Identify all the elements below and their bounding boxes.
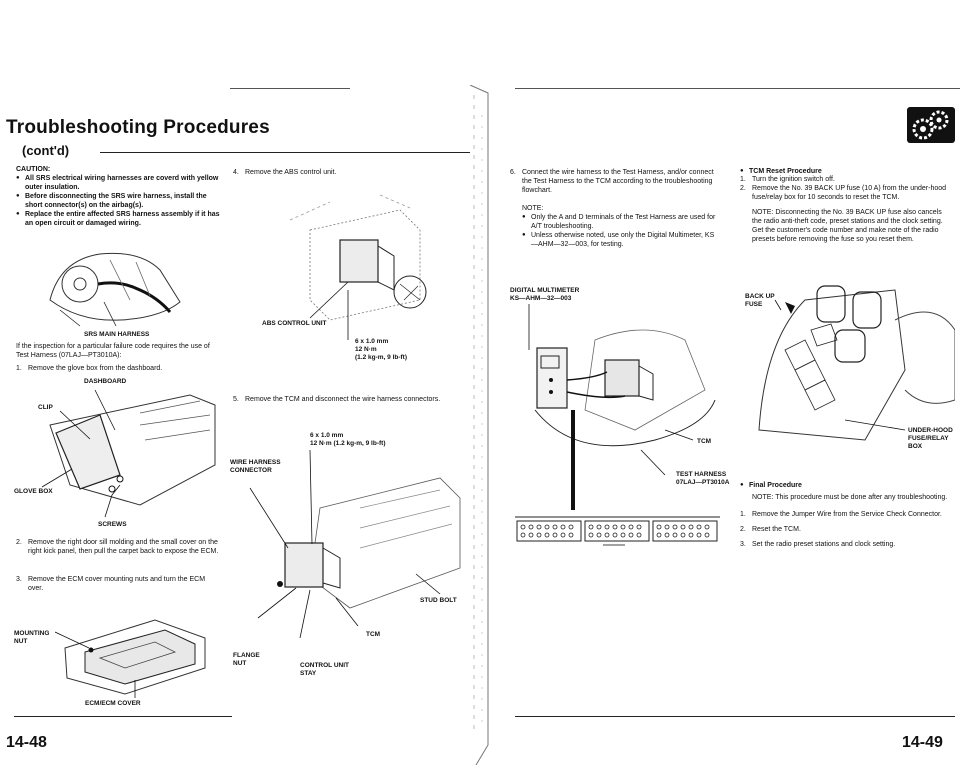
- title-rule: [100, 152, 470, 153]
- step-1: 1.Remove the glove box from the dashboar…: [16, 365, 163, 372]
- final-note: NOTE: This procedure must be done after …: [752, 494, 948, 501]
- fuse-box-label-1: UNDER-HOOD: [908, 427, 953, 434]
- abs-spec-2: 12 N·m: [355, 346, 377, 353]
- tcm-reset-heading: TCM Reset Procedure: [740, 168, 950, 175]
- test-harness-label-2: 07LAJ—PT3010A: [676, 479, 730, 486]
- srs-harness-figure: [49, 252, 181, 327]
- gear-icon: [907, 107, 955, 143]
- caution-list: All SRS electrical wiring harnesses are …: [16, 174, 221, 228]
- page-number-left: 14-48: [6, 734, 47, 751]
- caution-item: All SRS electrical wiring harnesses are …: [16, 174, 221, 192]
- step-6: 6.Connect the wire harness to the Test H…: [510, 168, 720, 195]
- multimeter-label-1: DIGITAL MULTIMETER: [510, 287, 580, 294]
- final-step-3: 3.Set the radio preset stations and cloc…: [740, 541, 896, 548]
- fuse-box-label-2: FUSE/RELAY: [908, 435, 949, 442]
- clip-label: CLIP: [38, 404, 53, 411]
- caution-block: CAUTION: All SRS electrical wiring harne…: [16, 165, 221, 228]
- ecm-cover-figure: [55, 619, 206, 698]
- tcm-label: TCM: [366, 631, 381, 638]
- step-5: 5.Remove the TCM and disconnect the wire…: [233, 396, 441, 403]
- note-block: NOTE: Only the A and D terminals of the …: [522, 204, 720, 249]
- step-6-text: Connect the wire harness to the Test Har…: [522, 169, 714, 194]
- reset-step-1-text: Turn the ignition switch off.: [752, 176, 835, 183]
- tcm-spec-1: 6 x 1.0 mm: [310, 432, 344, 439]
- glove-box-label: GLOVE BOX: [14, 488, 53, 495]
- footer-rule-right: [515, 716, 955, 717]
- srs-harness-label: SRS MAIN HARNESS: [84, 331, 150, 338]
- fuse-box-figure: [758, 285, 955, 441]
- mounting-nut-label: MOUNTING NUT: [14, 630, 50, 645]
- step-5-text: Remove the TCM and disconnect the wire h…: [245, 396, 441, 403]
- note-heading: NOTE:: [522, 205, 544, 212]
- fuse-box-label-3: BOX: [908, 443, 923, 450]
- step-1-text: Remove the glove box from the dashboard.: [28, 365, 163, 372]
- final-procedure-heading: Final Procedure: [740, 482, 950, 489]
- note-item: Unless otherwise noted, use only the Dig…: [522, 231, 720, 249]
- caution-item: Before disconnecting the SRS wire harnes…: [16, 192, 221, 210]
- top-rule-right: [515, 88, 960, 89]
- tcm-spec-2: 12 N·m (1.2 kg-m, 9 lb-ft): [310, 440, 386, 447]
- tcm-figure: [249, 449, 461, 638]
- step-3-text: Remove the ECM cover mounting nuts and t…: [28, 576, 206, 592]
- page-fold: [468, 84, 492, 766]
- caution-heading: CAUTION:: [16, 166, 51, 173]
- flange-nut-label: FLANGE NUT: [233, 652, 260, 667]
- step-4: 4.Remove the ABS control unit.: [233, 169, 337, 176]
- inspection-text: If the inspection for a particular failu…: [16, 343, 210, 359]
- test-harness-label-1: TEST HARNESS: [676, 471, 727, 478]
- top-rule-left: [230, 88, 350, 89]
- step-2-text: Remove the right door sill molding and t…: [28, 539, 219, 555]
- page-number-right: 14-49: [902, 734, 943, 751]
- dashboard-label: DASHBOARD: [84, 378, 127, 385]
- backup-fuse-label-1: BACK UP: [745, 293, 775, 300]
- reset-step-2-text: Remove the No. 39 BACK UP fuse (10 A) fr…: [752, 185, 947, 201]
- step-3: 3.Remove the ECM cover mounting nuts and…: [16, 575, 221, 593]
- step-2: 2.Remove the right door sill molding and…: [16, 538, 221, 556]
- terminal-strip-figure: [515, 516, 720, 546]
- glove-box-figure: [41, 389, 216, 518]
- reset-step-2: 2.Remove the No. 39 BACK UP fuse (10 A) …: [740, 184, 950, 202]
- multimeter-label-2: KS—AHM—32—003: [510, 295, 572, 302]
- screws-label: SCREWS: [98, 521, 127, 528]
- footer-rule-left: [14, 716, 232, 717]
- reset-step-1: 1.Turn the ignition switch off.: [740, 176, 835, 183]
- note-item: Only the A and D terminals of the Test H…: [522, 213, 720, 231]
- final-step-2-text: Reset the TCM.: [752, 526, 801, 533]
- tcm-reset-block: TCM Reset Procedure 1.Turn the ignition …: [740, 168, 950, 244]
- final-step-2: 2.Reset the TCM.: [740, 526, 801, 533]
- abs-spec-3: (1.2 kg-m, 9 lb-ft): [355, 354, 408, 361]
- backup-fuse-label-2: FUSE: [745, 301, 763, 308]
- reset-note: NOTE: Disconnecting the No. 39 BACK UP f…: [752, 209, 943, 243]
- final-step-3-text: Set the radio preset stations and clock …: [752, 541, 896, 548]
- abs-unit-figure: [289, 194, 427, 340]
- final-procedure-block: Final Procedure NOTE: This procedure mus…: [740, 482, 950, 549]
- ecm-cover-label: ECM/ECM COVER: [85, 700, 141, 707]
- abs-spec-1: 6 x 1.0 mm: [355, 338, 389, 345]
- final-step-1: 1.Remove the Jumper Wire from the Servic…: [740, 511, 942, 518]
- page-subtitle: (cont'd): [22, 143, 70, 158]
- page-title: Troubleshooting Procedures: [6, 117, 270, 138]
- control-unit-stay-label: CONTROL UNIT STAY: [300, 662, 349, 677]
- tcm-label-right: TCM: [697, 438, 712, 445]
- caution-item: Replace the entire affected SRS harness …: [16, 210, 221, 228]
- test-harness-figure: [528, 304, 716, 510]
- wire-harness-label: WIRE HARNESS CONNECTOR: [230, 459, 281, 474]
- final-step-1-text: Remove the Jumper Wire from the Service …: [752, 511, 942, 518]
- abs-unit-label: ABS CONTROL UNIT: [262, 320, 327, 327]
- step-4-text: Remove the ABS control unit.: [245, 169, 337, 176]
- stud-bolt-label: STUD BOLT: [420, 597, 457, 604]
